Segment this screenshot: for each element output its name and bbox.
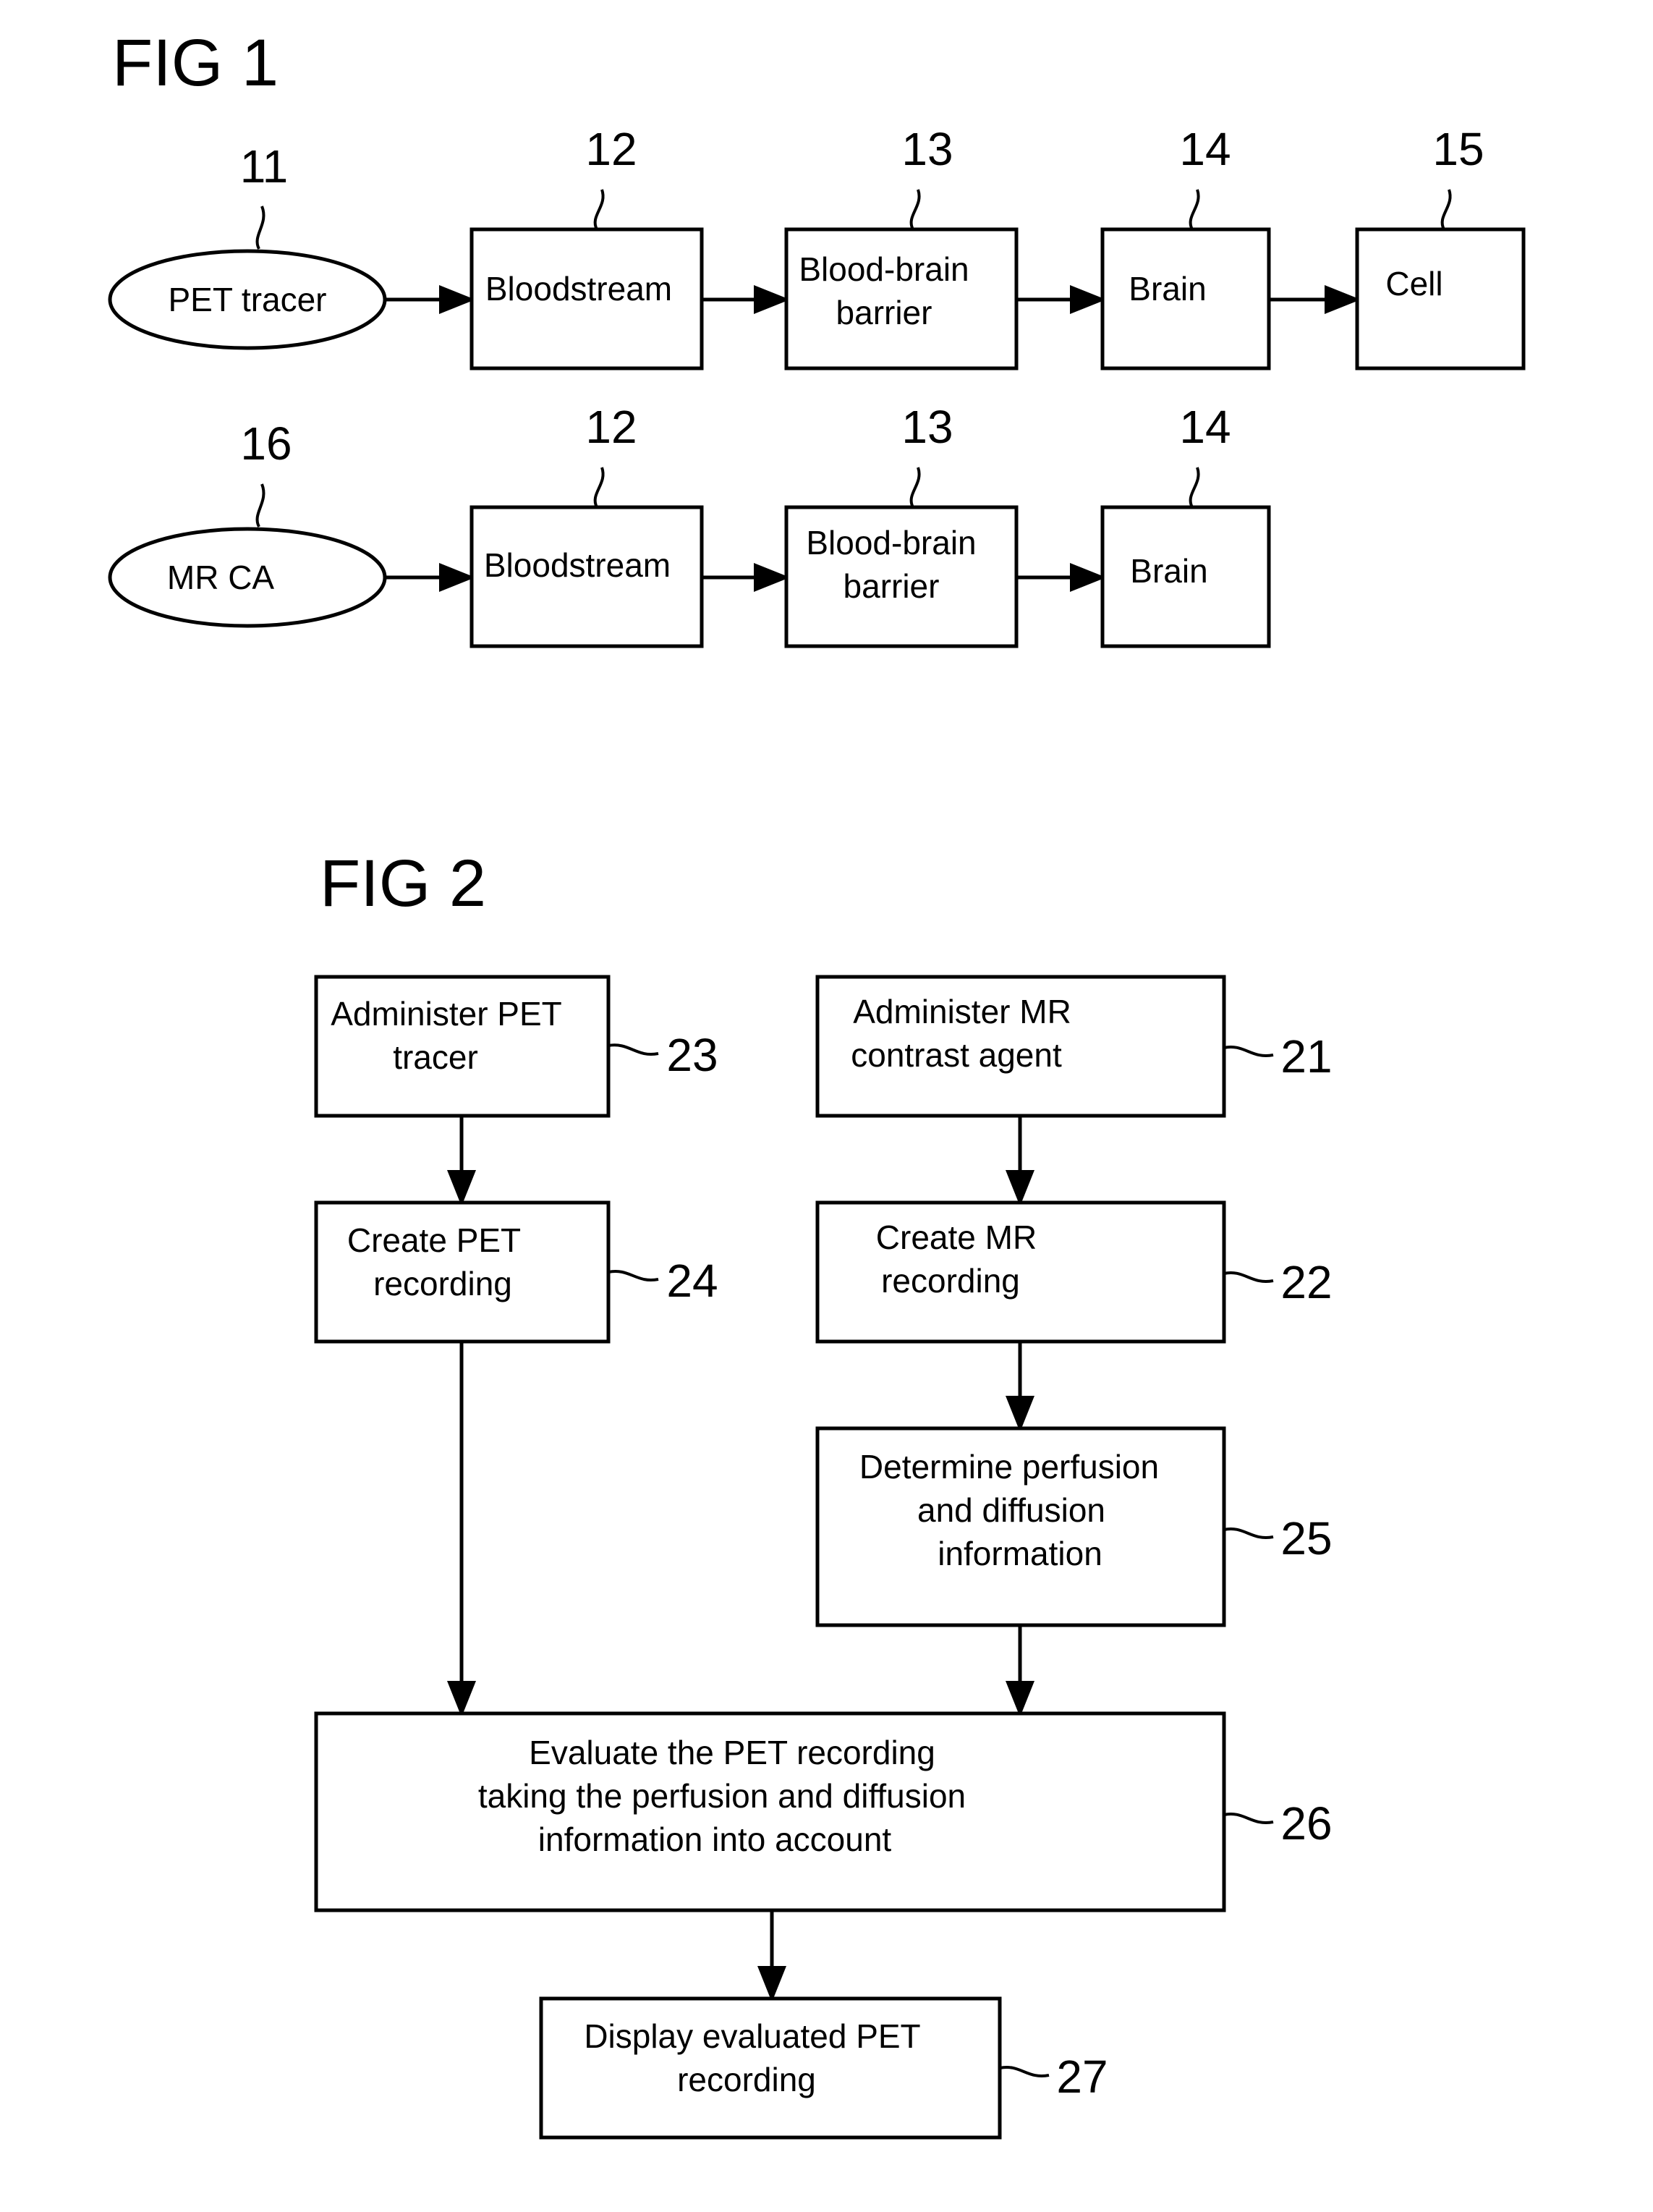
ref-23: 23	[666, 1029, 718, 1081]
step-22-create-mr-recording: Create MR recording 22	[817, 1203, 1333, 1342]
bbb-label-line2: barrier	[836, 294, 932, 331]
ref-24: 24	[666, 1255, 718, 1307]
step-21-line2: contrast agent	[851, 1036, 1062, 1074]
fig1-row1: PET tracer 11 Bloodstream 12 Blood-brain…	[110, 123, 1524, 368]
ref-12-row2: 12	[585, 401, 637, 453]
brain-label: Brain	[1129, 270, 1206, 308]
bbb-label-line1: Blood-brain	[799, 250, 969, 288]
ref-25: 25	[1280, 1512, 1332, 1564]
step-24-line1: Create PET	[347, 1221, 521, 1259]
ref-15: 15	[1432, 123, 1484, 175]
ref-22: 22	[1280, 1256, 1332, 1308]
fig2: FIG 2 Administer PET tracer 23 Create PE…	[316, 847, 1333, 2137]
cell-box: Cell 15	[1357, 123, 1524, 368]
step-24-create-pet-recording: Create PET recording 24	[316, 1203, 718, 1342]
ref-27: 27	[1056, 2051, 1108, 2103]
ref-13-row2: 13	[901, 401, 953, 453]
brain-box-1: Brain 14	[1102, 123, 1269, 368]
fig1-row2: MR CA 16 Bloodstream 12 Blood-brain barr…	[110, 401, 1269, 646]
step-25-line3: information	[938, 1535, 1102, 1572]
pet-tracer-label: PET tracer	[169, 281, 327, 318]
bloodstream-box-2: Bloodstream 12	[472, 401, 702, 646]
brain-label-2: Brain	[1130, 552, 1207, 590]
blood-brain-barrier-box-1: Blood-brain barrier 13	[786, 123, 1016, 368]
mr-ca-label: MR CA	[167, 559, 275, 596]
step-23-administer-pet-tracer: Administer PET tracer 23	[316, 977, 718, 1116]
step-22-line1: Create MR	[876, 1219, 1037, 1256]
fig1-title: FIG 1	[112, 26, 279, 100]
ref-12: 12	[585, 123, 637, 175]
cell-label: Cell	[1385, 265, 1442, 302]
step-25-line1: Determine perfusion	[859, 1448, 1159, 1486]
ref-16: 16	[240, 418, 292, 470]
step-26-line3: information into account	[538, 1821, 892, 1858]
fig2-title: FIG 2	[320, 847, 486, 920]
step-26-line1: Evaluate the PET recording	[529, 1734, 935, 1771]
pet-tracer-node: PET tracer 11	[110, 140, 385, 348]
ref-11: 11	[240, 140, 288, 192]
step-26-evaluate-pet-recording: Evaluate the PET recording taking the pe…	[316, 1713, 1333, 1910]
step-27-line2: recording	[677, 2061, 816, 2098]
step-25-line2: and diffusion	[917, 1491, 1105, 1529]
step-21-line1: Administer MR	[853, 993, 1071, 1030]
brain-box-2: Brain 14	[1102, 401, 1269, 646]
bloodstream-label: Bloodstream	[485, 270, 672, 308]
bloodstream-box-1: Bloodstream 12	[472, 123, 702, 368]
step-27-display-evaluated-pet-recording: Display evaluated PET recording 27	[541, 1999, 1108, 2137]
fig1: FIG 1 PET tracer 11 Bloodstream 12	[110, 26, 1524, 646]
bbb-label-2-line2: barrier	[844, 567, 940, 605]
ref-21: 21	[1280, 1030, 1332, 1082]
ref-26: 26	[1280, 1797, 1332, 1849]
ref-14-row2: 14	[1179, 401, 1231, 453]
step-25-determine-perfusion-diffusion: Determine perfusion and diffusion inform…	[817, 1428, 1333, 1625]
ref-14: 14	[1179, 123, 1231, 175]
mr-ca-node: MR CA 16	[110, 418, 385, 626]
step-26-line2: taking the perfusion and diffusion	[478, 1777, 966, 1815]
step-21-administer-mr-contrast-agent: Administer MR contrast agent 21	[817, 977, 1333, 1116]
blood-brain-barrier-box-2: Blood-brain barrier 13	[786, 401, 1016, 646]
ref-13: 13	[901, 123, 953, 175]
step-24-line2: recording	[373, 1265, 512, 1302]
step-23-line1: Administer PET	[331, 995, 562, 1033]
step-27-line1: Display evaluated PET	[584, 2017, 920, 2055]
step-23-line2: tracer	[393, 1038, 478, 1076]
bbb-label-2-line1: Blood-brain	[806, 524, 976, 562]
bloodstream-label-2: Bloodstream	[484, 546, 671, 584]
step-22-line2: recording	[881, 1262, 1020, 1300]
